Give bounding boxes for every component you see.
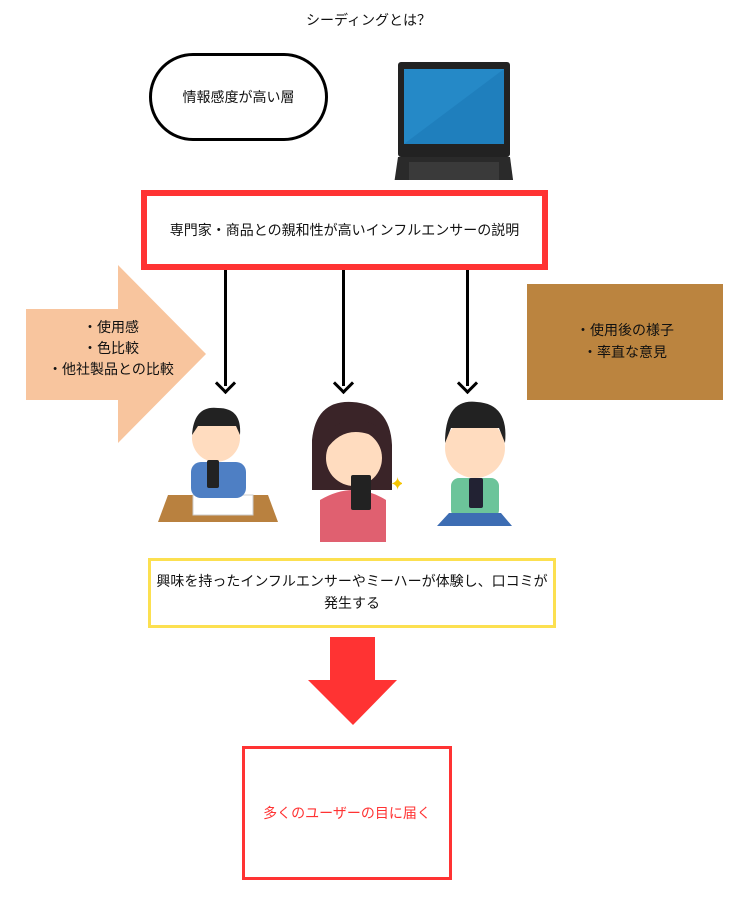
girl-with-phone-illustration: ✦: [312, 401, 402, 542]
arrow-line: [342, 270, 345, 386]
arrow-head: [214, 372, 237, 395]
right-point: ・率直な意見: [583, 345, 667, 361]
arrow-head: [332, 372, 355, 395]
boy-sitting-illustration: [437, 401, 512, 526]
laptop-icon: [394, 62, 514, 180]
result-box: 多くのユーザーの目に届く: [242, 746, 452, 880]
peach-right-arrow: [26, 265, 206, 443]
audience-node: 情報感度が高い層: [149, 53, 328, 141]
arrow-line: [224, 270, 227, 386]
diagram-title: シーディングとは？: [305, 13, 432, 29]
left-point: ・使用感: [83, 320, 139, 336]
left-point: ・他社製品との比較: [48, 362, 174, 378]
arrow-line: [466, 270, 469, 386]
left-points: ・使用感 ・色比較 ・他社製品との比較: [26, 318, 196, 381]
arrow-head: [456, 372, 479, 395]
experience-box: 興味を持ったインフルエンサーやミーハーが体験し、口コミが発生する: [148, 558, 556, 628]
expert-influencer-box: 専門家・商品との親和性が高いインフルエンサーの説明: [141, 190, 548, 270]
right-points-box: ・使用後の様子 ・率直な意見: [527, 284, 723, 400]
left-point: ・色比較: [83, 341, 139, 357]
svg-text:✦: ✦: [390, 474, 402, 495]
red-down-arrow: [308, 637, 397, 725]
right-point: ・使用後の様子: [576, 323, 674, 339]
boy-studying-illustration: [158, 407, 278, 522]
